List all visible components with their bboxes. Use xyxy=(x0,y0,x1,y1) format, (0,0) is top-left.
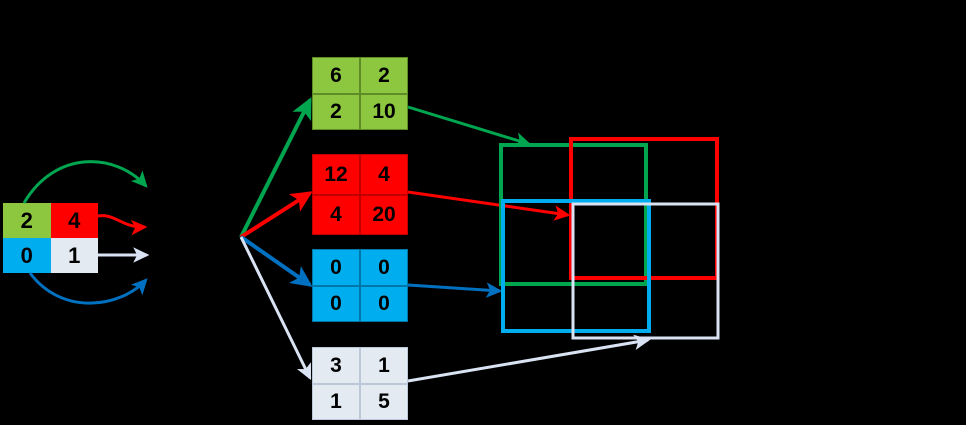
red-cell-1-0: 4 xyxy=(312,194,360,235)
white-fan-arrow xyxy=(239,236,312,381)
blue-cell-1-0: 0 xyxy=(312,285,360,322)
green-cell-0-0: 6 xyxy=(312,57,360,94)
white-cell-0-1: 1 xyxy=(360,347,408,384)
white-cell-1-0: 1 xyxy=(312,383,360,420)
red-cell-1-1: 20 xyxy=(360,194,408,235)
blue-to-rect-arrow xyxy=(407,282,503,298)
green-rectangle xyxy=(499,143,648,286)
white-rectangle xyxy=(571,202,720,340)
blue-matrix: 0 0 0 0 xyxy=(312,249,408,322)
blue-cell-0-1: 0 xyxy=(360,249,408,286)
green-curved-arrow xyxy=(22,160,148,204)
red-fan-arrow xyxy=(239,191,313,239)
red-straight-arrow xyxy=(97,214,148,236)
blue-curved-arrow xyxy=(28,272,148,305)
red-to-rect-arrow xyxy=(407,190,571,221)
source-cell-1-0: 0 xyxy=(3,238,51,273)
white-to-rect-arrow xyxy=(407,334,651,383)
source-cell-0-0: 2 xyxy=(3,203,51,238)
red-matrix: 12 4 4 20 xyxy=(312,154,408,235)
source-cell-1-1: 1 xyxy=(50,238,98,273)
green-fan-arrow xyxy=(239,97,312,238)
green-to-rect-arrow xyxy=(407,105,532,148)
green-cell-1-1: 10 xyxy=(360,93,408,130)
green-matrix: 6 2 2 10 xyxy=(312,57,408,130)
red-cell-0-0: 12 xyxy=(312,154,360,195)
red-rectangle xyxy=(569,137,719,280)
source-cell-0-1: 4 xyxy=(50,203,98,238)
white-cell-1-1: 5 xyxy=(360,383,408,420)
blue-cell-0-0: 0 xyxy=(312,249,360,286)
source-matrix: 2 4 0 1 xyxy=(3,203,98,273)
white-matrix: 3 1 1 5 xyxy=(312,347,408,420)
green-cell-0-1: 2 xyxy=(360,57,408,94)
blue-cell-1-1: 0 xyxy=(360,285,408,322)
white-cell-0-0: 3 xyxy=(312,347,360,384)
green-cell-1-0: 2 xyxy=(312,93,360,130)
red-cell-0-1: 4 xyxy=(360,154,408,195)
blue-rectangle xyxy=(501,199,651,333)
blue-fan-arrow xyxy=(239,235,313,287)
